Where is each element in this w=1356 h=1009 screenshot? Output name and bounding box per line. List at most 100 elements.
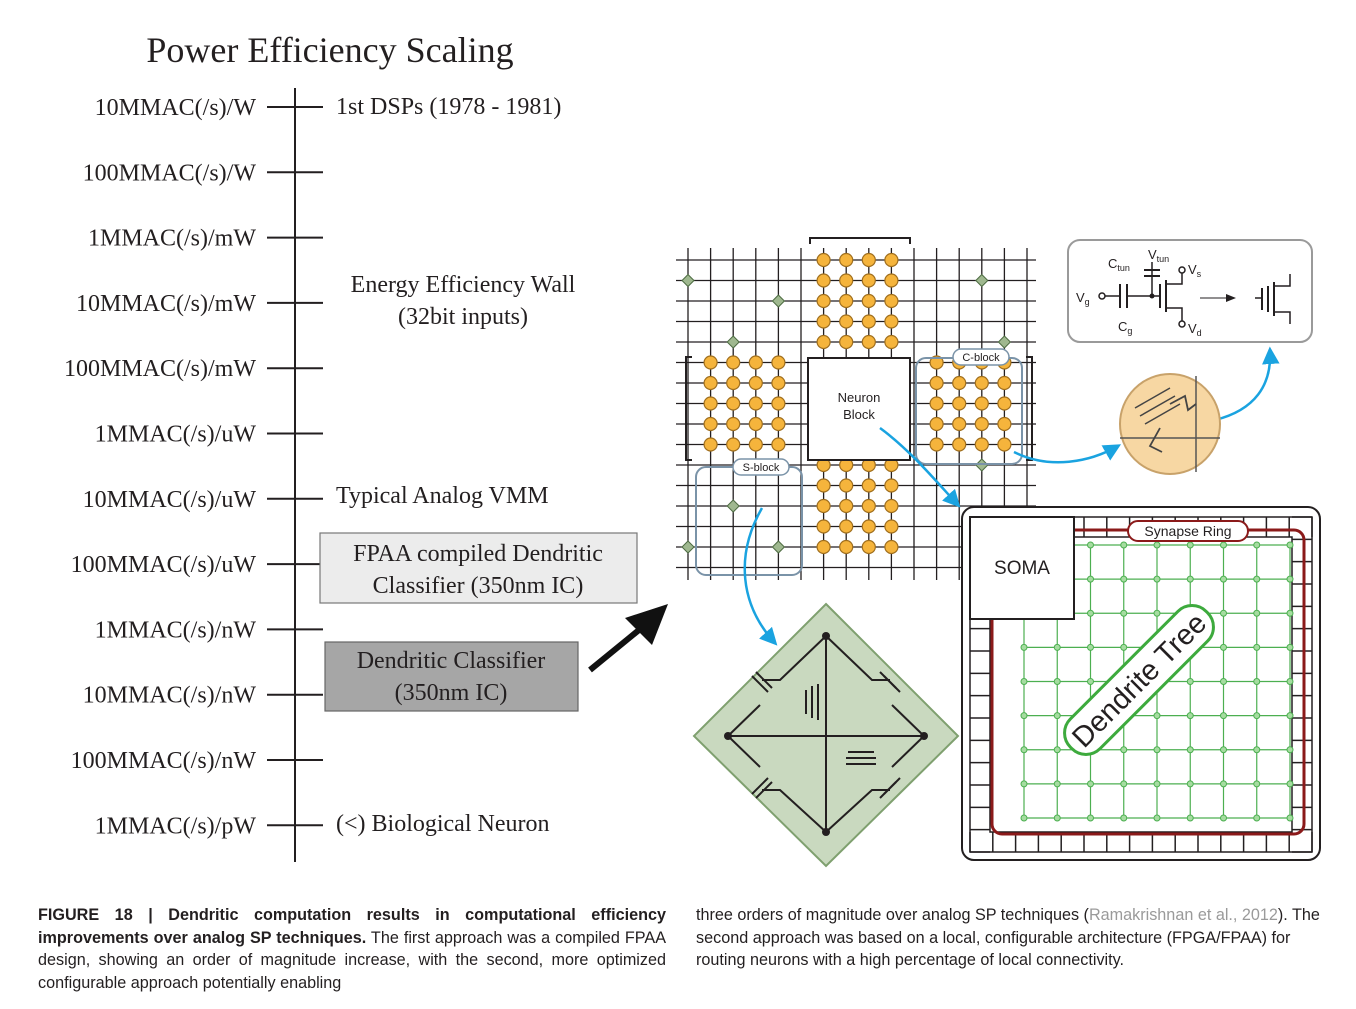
connection-node xyxy=(816,273,831,288)
dendrite-node xyxy=(1153,814,1161,822)
dendrite-node xyxy=(1120,609,1128,617)
scale-label: 1MMAC(/s)/nW xyxy=(95,617,257,643)
dendrite-node xyxy=(1220,575,1227,583)
dendrite-node xyxy=(1286,746,1294,754)
connection-node xyxy=(748,416,763,432)
dendrite-node xyxy=(1253,678,1261,685)
dendrite-node xyxy=(1253,712,1261,720)
bus-bracket xyxy=(685,356,692,461)
dendrite-node xyxy=(1020,780,1028,788)
connection-node xyxy=(816,334,831,350)
circuit-schematic xyxy=(1067,239,1313,343)
floating-gate-device xyxy=(1119,373,1221,475)
switch-node xyxy=(997,335,1012,349)
dendrite-node xyxy=(1220,780,1227,788)
connection-node xyxy=(839,498,854,514)
dendrite-node xyxy=(1020,746,1028,754)
annotation-energy-wall: Energy Efficiency Wall xyxy=(351,272,576,298)
dendrite-node xyxy=(1286,678,1294,685)
connection-node xyxy=(861,273,876,288)
dendrite-node xyxy=(1186,575,1194,583)
caption-left: FIGURE 18 | Dendritic computation result… xyxy=(38,904,666,994)
dendrite-node xyxy=(1220,643,1227,651)
dendrite-node xyxy=(1153,712,1161,720)
fpaa-fabric xyxy=(668,237,1046,588)
dendrite-node xyxy=(1087,609,1094,617)
caption-right-text-1: three orders of magnitude over analog SP… xyxy=(696,906,1089,924)
dendrite-node xyxy=(1020,814,1028,822)
dendrite-node xyxy=(1186,712,1194,720)
connection-node xyxy=(726,355,741,370)
connection-node xyxy=(997,416,1012,432)
connection-node xyxy=(884,314,899,329)
connection-node xyxy=(884,273,899,288)
connection-node xyxy=(748,355,763,370)
scale-label: 10MMAC(/s)/W xyxy=(95,95,257,121)
connection-node xyxy=(703,437,718,452)
dendrite-node xyxy=(1220,609,1227,617)
dendrite-node xyxy=(1153,780,1161,788)
connection-node xyxy=(929,416,944,432)
dendrite-node xyxy=(1020,712,1028,720)
dendrite-node xyxy=(1186,541,1194,549)
connection-node xyxy=(726,375,741,391)
dendrite-node xyxy=(1286,643,1294,651)
connection-node xyxy=(884,519,899,534)
dendrite-node xyxy=(1087,814,1094,822)
connection-node xyxy=(929,355,944,370)
scale-label: 10MMAC(/s)/mW xyxy=(76,291,256,317)
dendritic-box-line1: Dendritic Classifier xyxy=(357,648,546,674)
dendrite-node xyxy=(1053,814,1061,822)
connection-node xyxy=(929,437,944,452)
dendrite-node xyxy=(1053,780,1061,788)
arrow-cblock-to-device xyxy=(1013,444,1122,464)
connection-node xyxy=(952,396,967,411)
dendrite-node xyxy=(1020,678,1028,685)
dendrite-node xyxy=(1253,643,1261,651)
switch-node xyxy=(681,273,695,288)
dendrite-node xyxy=(1286,575,1294,583)
scale-label: 100MMAC(/s)/uW xyxy=(71,552,257,578)
dendrite-node xyxy=(1186,746,1194,754)
bus-bracket xyxy=(809,237,911,244)
connection-node xyxy=(952,416,967,432)
dendrite-node xyxy=(1286,814,1294,822)
connection-node xyxy=(703,416,718,432)
caption-right: three orders of magnitude over analog SP… xyxy=(696,904,1324,972)
dendrite-node xyxy=(1153,541,1161,549)
connection-node xyxy=(726,437,741,452)
dendrite-node xyxy=(1253,609,1261,617)
connection-node xyxy=(816,293,831,309)
connection-node xyxy=(839,478,854,493)
connection-node xyxy=(861,478,876,493)
arrow-neuron-to-tile xyxy=(879,426,961,508)
dendrite-node xyxy=(1186,678,1194,685)
c-g-label: Cg xyxy=(1118,319,1132,336)
fabric-edge-fade xyxy=(1036,240,1046,588)
v-d-label: Vd xyxy=(1188,321,1202,338)
neuron-block-label-1: Neuron xyxy=(838,390,881,405)
connection-node xyxy=(952,375,967,391)
dendrite-node xyxy=(1087,541,1094,549)
caption-reference-link[interactable]: Ramakrishnan et al., 2012 xyxy=(1088,906,1278,924)
pointer-arrow xyxy=(588,604,668,673)
connection-node xyxy=(974,437,989,452)
connection-node xyxy=(861,314,876,329)
switch-node xyxy=(771,540,786,554)
dendrite-node xyxy=(1286,541,1294,549)
dendrite-node xyxy=(1053,678,1061,685)
connection-node xyxy=(861,334,876,350)
connection-node xyxy=(771,355,786,370)
caption-left-text: The first approach was a compiled FPAA d… xyxy=(38,928,667,992)
connection-node xyxy=(726,416,741,432)
neuron-block xyxy=(807,357,911,461)
switch-diamond xyxy=(692,602,960,868)
scale-label: 100MMAC(/s)/nW xyxy=(71,748,257,774)
connection-node xyxy=(997,437,1012,452)
s-block-tag xyxy=(732,458,790,476)
connection-node xyxy=(929,396,944,411)
dendrite-node xyxy=(1087,643,1094,651)
dendrite-node xyxy=(1120,780,1128,788)
connection-node xyxy=(748,437,763,452)
